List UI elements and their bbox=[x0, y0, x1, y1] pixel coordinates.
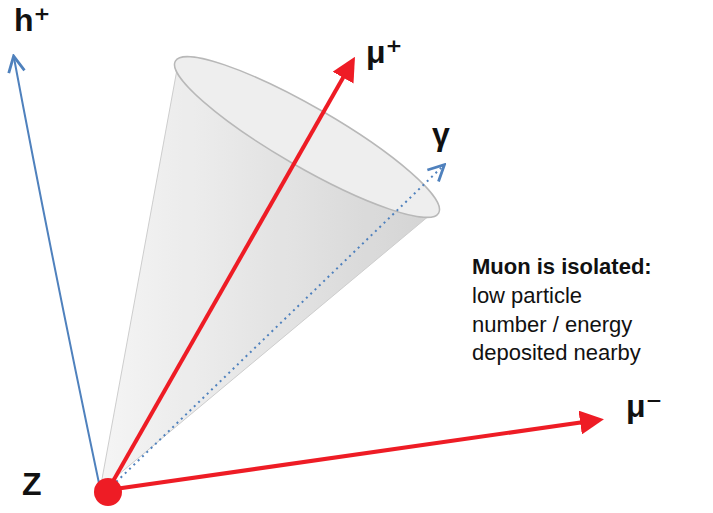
particle-label: h⁺ bbox=[14, 2, 50, 39]
vertex-label: Z bbox=[22, 466, 42, 503]
z-vertex bbox=[94, 478, 122, 506]
muon-plus-track bbox=[108, 62, 352, 490]
note-heading: Muon is isolated: bbox=[472, 254, 652, 279]
hadron-track bbox=[14, 58, 100, 488]
muon-minus-track bbox=[108, 420, 598, 490]
isolation-cone bbox=[100, 35, 454, 490]
particle-label: μ⁺ bbox=[366, 34, 402, 71]
particle-label: μ⁻ bbox=[626, 388, 662, 425]
note-text: low particle number / energy deposited n… bbox=[472, 282, 662, 368]
photon-track bbox=[112, 166, 443, 486]
particle-label: γ bbox=[432, 116, 450, 153]
